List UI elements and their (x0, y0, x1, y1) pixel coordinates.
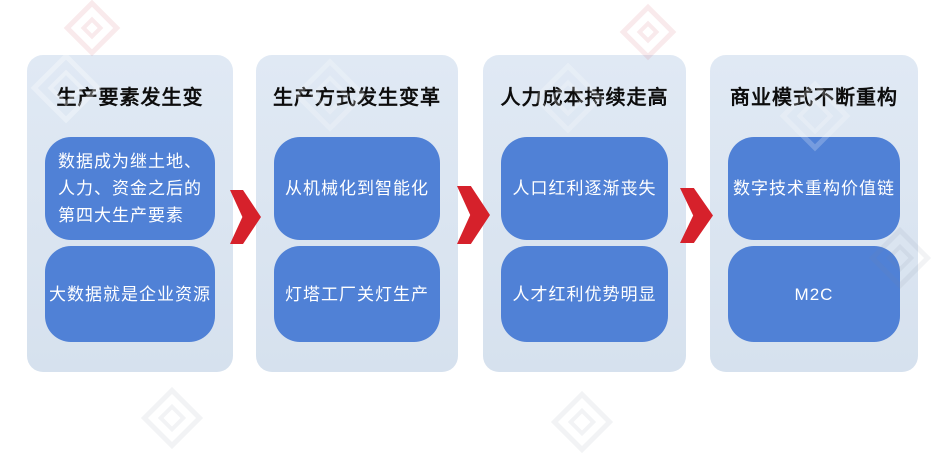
info-box-text: 数字技术重构价值链 (733, 179, 895, 198)
info-box-text: M2C (794, 284, 834, 304)
info-box: 数据成为继土地、 人力、资金之后的 第四大生产要素 (45, 137, 215, 240)
column-panel-business-model: 商业模式不断重构 数字技术重构价值链 M2C (710, 55, 918, 372)
info-box-text: 人口红利逐渐丧失 (512, 179, 657, 198)
info-box-text: 灯塔工厂关灯生产 (285, 284, 429, 304)
info-box: 从机械化到智能化 (274, 137, 440, 240)
column-title: 商业模式不断重构 (730, 87, 898, 109)
column-panel-production-mode: 生产方式发生变革 从机械化到智能化 灯塔工厂关灯生产 (256, 55, 458, 372)
column-title: 人力成本持续走高 (500, 87, 669, 109)
column-title: 生产要素发生变 (56, 87, 204, 109)
info-box: M2C (728, 246, 900, 342)
info-box-text: 大数据就是企业资源 (49, 284, 211, 304)
info-box: 数字技术重构价值链 (728, 137, 900, 240)
info-box: 人才红利优势明显 (501, 246, 668, 342)
watermark-logo (63, 0, 121, 57)
info-box-text: 人才红利优势明显 (512, 284, 657, 304)
info-box-text: 从机械化到智能化 (285, 179, 429, 198)
info-box: 灯塔工厂关灯生产 (274, 246, 440, 342)
watermark-logo (140, 386, 204, 450)
column-title: 生产方式发生变革 (273, 87, 441, 109)
watermark-logo (550, 390, 614, 453)
info-box-text: 数据成为继土地、 人力、资金之后的 第四大生产要素 (58, 152, 202, 225)
info-box: 人口红利逐渐丧失 (501, 137, 668, 240)
watermark-logo (619, 3, 677, 61)
column-panel-production-factors: 生产要素发生变 数据成为继土地、 人力、资金之后的 第四大生产要素 大数据就是企… (27, 52, 233, 372)
column-panel-labor-cost: 人力成本持续走高 人口红利逐渐丧失 人才红利优势明显 (483, 55, 686, 372)
info-box: 大数据就是企业资源 (45, 246, 215, 342)
